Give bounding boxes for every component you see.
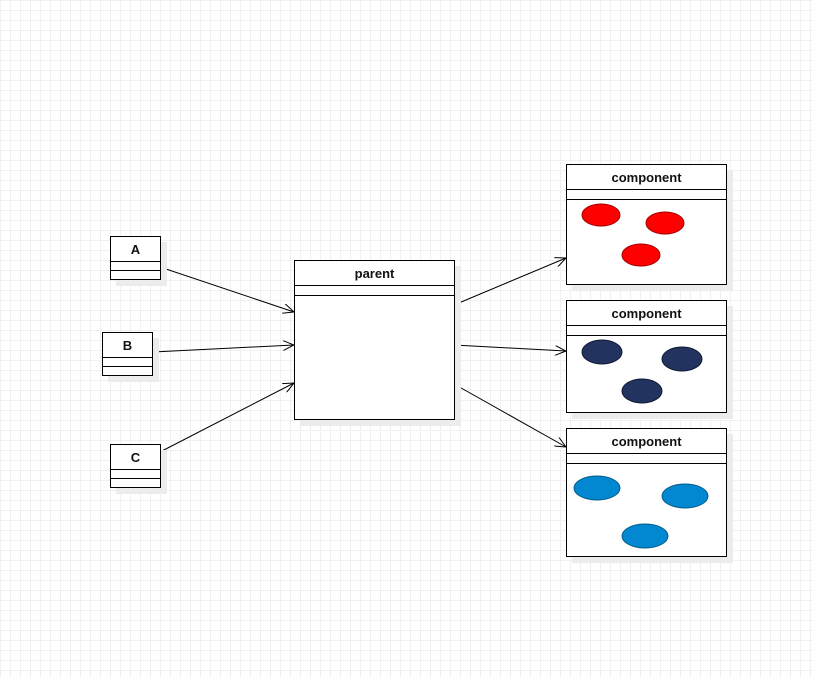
class-parent[interactable]: parent — [294, 260, 455, 420]
class-c[interactable]: C — [110, 444, 161, 488]
component-1-title: component — [567, 165, 726, 190]
component-2-title: component — [567, 301, 726, 326]
class-b-attributes — [103, 358, 152, 367]
class-a-title: A — [111, 237, 160, 262]
component-3-attributes — [567, 454, 726, 464]
class-parent-title: parent — [295, 261, 454, 286]
component-2[interactable]: component — [566, 300, 727, 413]
component-2-attributes — [567, 326, 726, 336]
edge-parent-to-component-2[interactable] — [453, 344, 566, 351]
component-3-title: component — [567, 429, 726, 454]
edge-a-to-parent[interactable] — [159, 266, 294, 312]
component-3[interactable]: component — [566, 428, 727, 557]
component-1-attributes — [567, 190, 726, 200]
edge-c-to-parent[interactable] — [159, 383, 294, 453]
class-a-attributes — [111, 262, 160, 271]
class-b[interactable]: B — [102, 332, 153, 376]
edge-parent-to-component-1[interactable] — [453, 258, 566, 306]
class-parent-attributes — [295, 286, 454, 296]
component-1[interactable]: component — [566, 164, 727, 285]
edge-b-to-parent[interactable] — [152, 345, 294, 353]
class-a[interactable]: A — [110, 236, 161, 280]
class-c-title: C — [111, 445, 160, 470]
class-b-title: B — [103, 333, 152, 358]
edge-parent-to-component-3[interactable] — [453, 383, 566, 447]
class-c-attributes — [111, 470, 160, 479]
